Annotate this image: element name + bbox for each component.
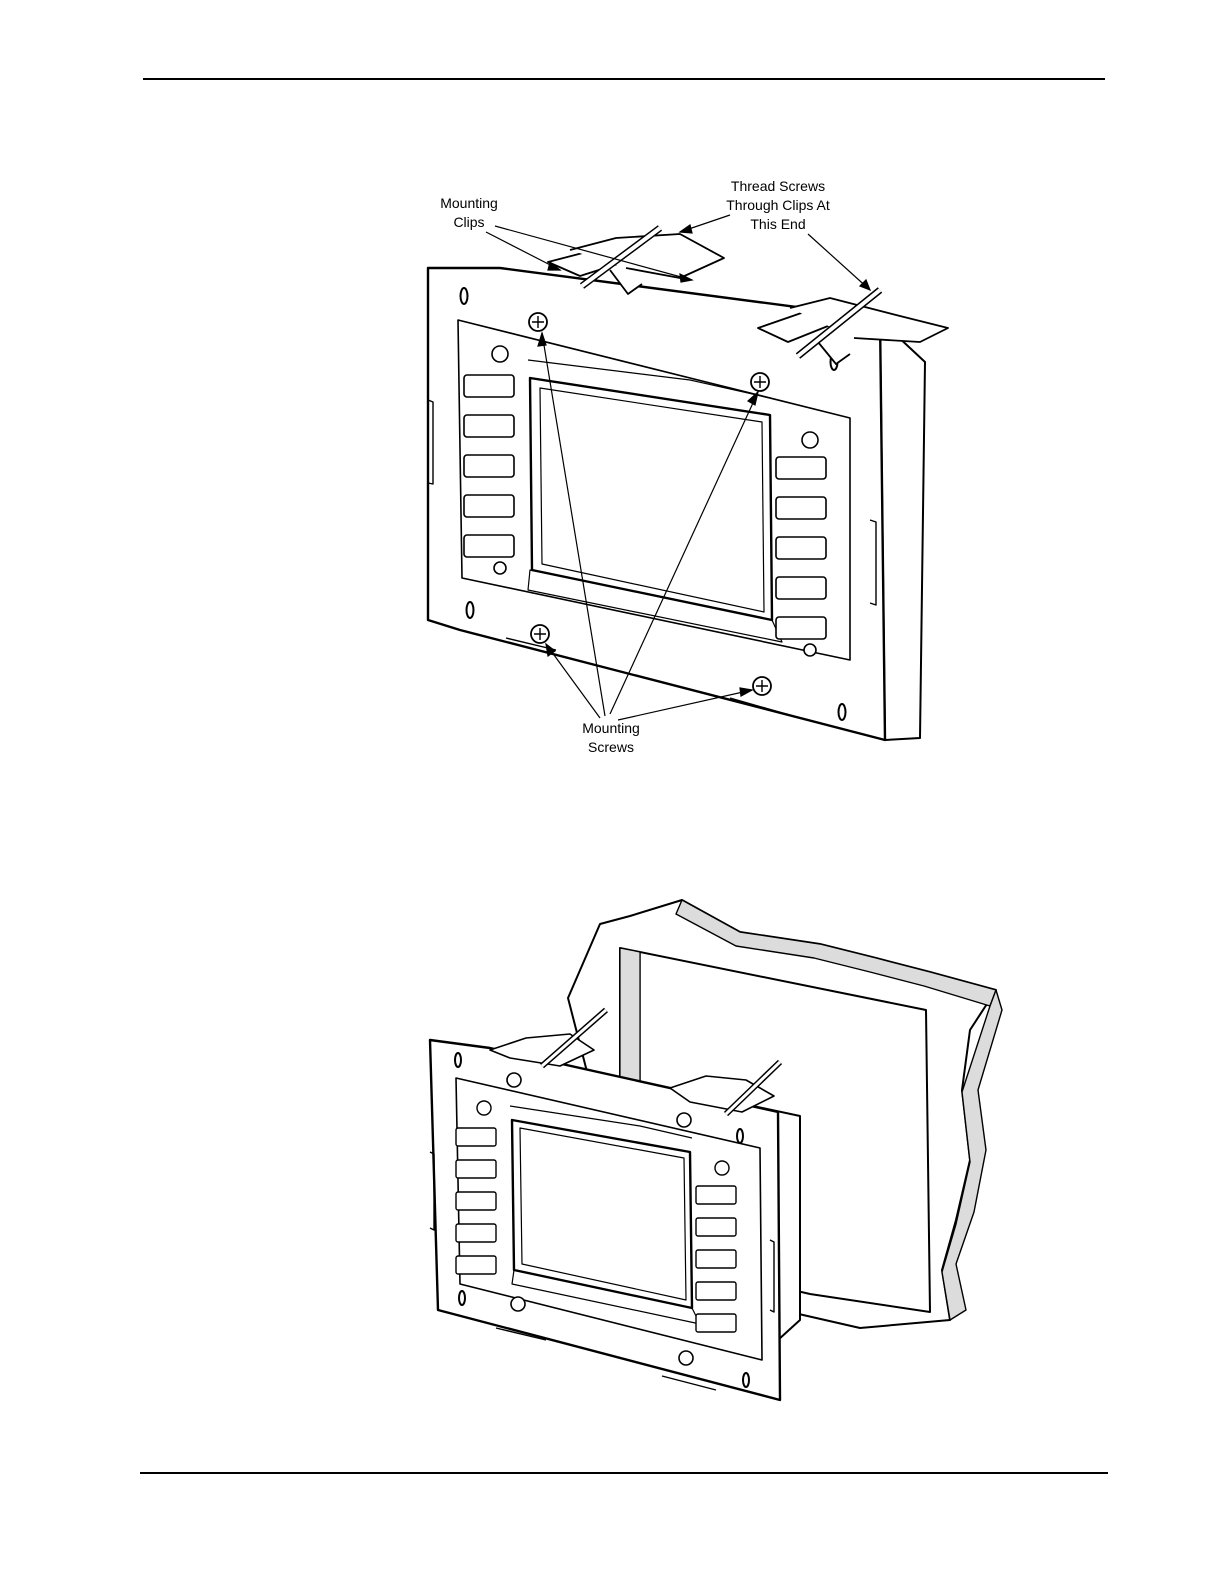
header-rule xyxy=(143,78,1105,80)
label-thread-screws: Thread Screws Through Clips At This End xyxy=(708,177,848,234)
footer-rule xyxy=(140,1472,1108,1474)
mounting-screw-4 xyxy=(753,677,771,695)
installation-diagram-drawing xyxy=(390,880,1030,1440)
label-mounting-screws: Mounting Screws xyxy=(566,719,656,757)
mounting-screw-1 xyxy=(529,313,547,331)
figure-wall-installation xyxy=(390,880,1030,1440)
mounting-diagram-drawing xyxy=(380,150,980,770)
mounting-screw-3 xyxy=(531,625,549,643)
mounting-screw-2 xyxy=(751,373,769,391)
label-mounting-clips: Mounting Clips xyxy=(424,194,514,232)
figure-mounting-exploded: Mounting Clips Thread Screws Through Cli… xyxy=(380,150,980,770)
